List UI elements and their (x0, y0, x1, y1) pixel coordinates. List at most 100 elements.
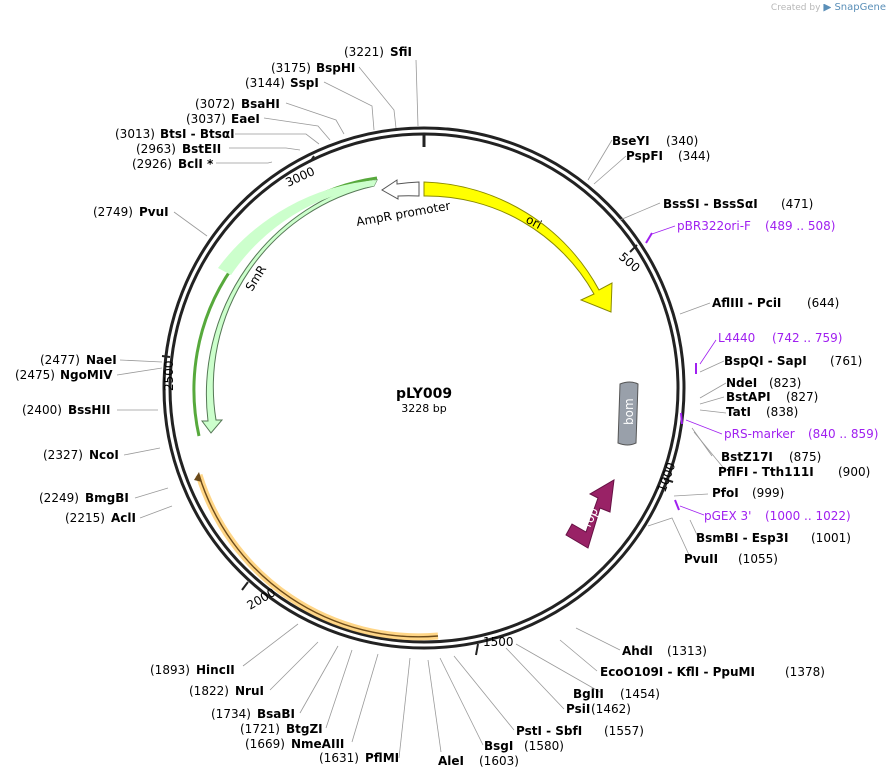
site-acli[interactable]: (2215) AclI (65, 511, 136, 525)
svg-text:(840 .. 859): (840 .. 859) (808, 427, 878, 441)
svg-text:(3175): (3175) (271, 61, 311, 75)
primer-pgex3[interactable]: pGEX 3' (1000 .. 1022) (704, 509, 851, 523)
svg-text:(2249): (2249) (39, 491, 79, 505)
site-psii[interactable]: PsiI (1462) (566, 702, 631, 716)
svg-text:(1462): (1462) (591, 702, 631, 716)
site-nrui[interactable]: (1822) NruI (189, 684, 264, 698)
svg-text:pGEX 3': pGEX 3' (704, 509, 751, 523)
svg-text:NgoMIV: NgoMIV (60, 368, 113, 382)
svg-text:(471): (471) (781, 197, 813, 211)
site-ecoo109i[interactable]: EcoO109I - KflI - PpuMI (1378) (600, 665, 825, 679)
svg-text:(2215): (2215) (65, 511, 105, 525)
site-btsi[interactable]: (3013) BtsI - BtsαI (115, 127, 235, 141)
backbone-outer-ring (162, 126, 686, 650)
svg-text:NdeI: NdeI (726, 376, 757, 390)
svg-text:BspHI: BspHI (316, 61, 355, 75)
svg-text:(827): (827) (786, 390, 818, 404)
svg-text:(1822): (1822) (189, 684, 229, 698)
svg-text:AleI: AleI (438, 754, 464, 768)
tick-1500: 1500 (475, 635, 514, 656)
svg-text:NmeAIII: NmeAIII (291, 737, 344, 751)
site-bstz17i[interactable]: BstZ17I (875) (721, 450, 821, 464)
site-bsabi[interactable]: (1734) BsaBI (211, 707, 295, 721)
svg-text:pRS-marker: pRS-marker (724, 427, 795, 441)
svg-text:(761): (761) (830, 354, 862, 368)
site-pflmi[interactable]: (1631) PflMI (319, 751, 399, 765)
site-bsteii[interactable]: (2963) BstEII (136, 142, 221, 156)
svg-text:BglII: BglII (573, 687, 604, 701)
primer-prs-marker[interactable]: pRS-marker (840 .. 859) (724, 427, 878, 441)
site-bsgi[interactable]: BsgI (1580) (484, 739, 564, 753)
primer-mark-pbr322ori-f (645, 232, 653, 244)
site-nmeaiii[interactable]: (1669) NmeAIII (245, 737, 344, 751)
svg-text:(3072): (3072) (195, 97, 235, 111)
site-pvui[interactable]: (2749) PvuI (93, 205, 169, 219)
primer-l4440[interactable]: L4440 (742 .. 759) (718, 331, 842, 345)
svg-text:(2749): (2749) (93, 205, 133, 219)
svg-text:BclI *: BclI * (178, 157, 214, 171)
site-afliii-pcii[interactable]: AflIII - PciI (644) (712, 296, 839, 310)
svg-text:(1001): (1001) (811, 531, 851, 545)
site-bsahi[interactable]: (3072) BsaHI (195, 97, 280, 111)
svg-text:AhdI: AhdI (622, 644, 653, 658)
site-bglii[interactable]: BglII (1454) (573, 687, 660, 701)
site-bsssi[interactable]: BssSI - BssSαI (471) (663, 197, 813, 211)
site-alei[interactable]: AleI (1603) (438, 754, 519, 768)
site-pvuii[interactable]: PvuII (1055) (684, 552, 778, 566)
ampr-promoter-label: AmpR promoter (355, 199, 451, 229)
site-ndei[interactable]: NdeI (823) (726, 376, 801, 390)
svg-text:(1454): (1454) (620, 687, 660, 701)
site-bsshii[interactable]: (2400) BssHII (22, 403, 110, 417)
svg-text:PfoI: PfoI (712, 486, 739, 500)
svg-text:(900): (900) (838, 465, 870, 479)
svg-text:NaeI: NaeI (86, 353, 117, 367)
svg-text:(838): (838) (766, 405, 798, 419)
bom-feature[interactable] (617, 381, 639, 446)
site-ngomiv[interactable]: (2475) NgoMIV (15, 368, 113, 382)
site-btgzi[interactable]: (1721) BtgZI (240, 722, 323, 736)
site-ahdi[interactable]: AhdI (1313) (622, 644, 707, 658)
site-eaei[interactable]: (3037) EaeI (186, 112, 260, 126)
site-hincii[interactable]: (1893) HincII (150, 663, 235, 677)
bom-label: bom (622, 398, 636, 425)
ori-feature-arrow[interactable] (423, 181, 613, 313)
svg-text:BsmBI - Esp3I: BsmBI - Esp3I (696, 531, 788, 545)
site-pspfi[interactable]: PspFI (344) (626, 149, 710, 163)
svg-text:BstEII: BstEII (182, 142, 221, 156)
site-bstapi[interactable]: BstAPI (827) (726, 390, 818, 404)
site-bspqi-sapi[interactable]: BspQI - SapI (761) (724, 354, 862, 368)
site-naei[interactable]: (2477) NaeI (40, 353, 117, 367)
site-pfoi[interactable]: PfoI (999) (712, 486, 784, 500)
svg-text:(3037): (3037) (186, 112, 226, 126)
svg-text:(1893): (1893) (150, 663, 190, 677)
smr-feature-arrow[interactable] (201, 179, 378, 434)
smr-body (218, 180, 377, 275)
svg-text:1000: 1000 (655, 461, 679, 494)
site-ncoi[interactable]: (2327) NcoI (43, 448, 119, 462)
site-bmgbi[interactable]: (2249) BmgBI (39, 491, 129, 505)
site-sspi[interactable]: (3144) SspI (245, 76, 319, 90)
site-pflfi-tth111i[interactable]: PflFI - Tth111I (900) (718, 465, 870, 479)
site-bcli[interactable]: (2926) BclI * (132, 157, 214, 171)
svg-text:PvuII: PvuII (684, 552, 718, 566)
site-bsmbi-esp3i[interactable]: BsmBI - Esp3I (1001) (696, 531, 851, 545)
svg-text:BsaHI: BsaHI (241, 97, 280, 111)
highlight-region-arrow (198, 474, 439, 638)
site-psti-sbfi[interactable]: PstI - SbfI (1557) (516, 724, 644, 738)
site-bseyi[interactable]: BseYI (340) (612, 134, 698, 148)
credit-prefix: Created by (770, 2, 821, 13)
primer-pbr322ori-f[interactable]: pBR322ori-F (489 .. 508) (677, 219, 835, 233)
plasmid-size: 3228 bp (401, 402, 446, 415)
svg-text:(2475): (2475) (15, 368, 55, 382)
rop-feature-arrow[interactable] (565, 479, 615, 549)
ampr-promoter-arrow[interactable] (381, 179, 420, 200)
svg-text:PvuI: PvuI (139, 205, 169, 219)
site-sfii[interactable]: (3221) SfiI (344, 45, 412, 59)
snapgene-credit: Created by SnapGene (771, 2, 886, 13)
site-bsphi[interactable]: (3175) BspHI (271, 61, 355, 75)
svg-text:(489 .. 508): (489 .. 508) (765, 219, 835, 233)
site-tati[interactable]: TatI (838) (726, 405, 798, 419)
tick-1000: 1000 (655, 461, 679, 494)
svg-text:PflMI: PflMI (365, 751, 399, 765)
